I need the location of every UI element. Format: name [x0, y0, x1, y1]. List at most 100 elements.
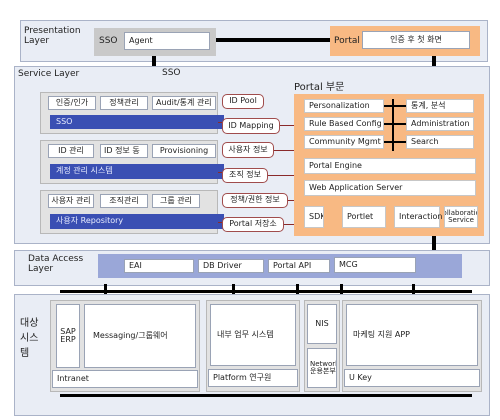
sso-item-auth: 인증/인가: [48, 96, 96, 110]
data-access-item-label: DB Driver: [203, 260, 242, 270]
web-app-server-box: Web Application Server: [304, 180, 476, 196]
connector-line: [280, 125, 294, 126]
sso-item-policy: 정책관리: [100, 96, 148, 110]
pill-user-info: 사용자 정보: [222, 142, 274, 158]
sso-bar-label: SSO: [56, 116, 73, 126]
pill-portal-storage: Portal 저장소: [222, 217, 284, 232]
portal-title: Portal: [334, 36, 360, 46]
portal-feature-label: Rule Based Config: [309, 118, 382, 128]
connector-sso-portal: [216, 38, 330, 42]
sso-item-label: 인증/인가: [55, 97, 89, 107]
portal-header: Portal 부문: [294, 82, 345, 93]
target-label: Messaging/그룹웨어: [93, 330, 168, 340]
web-app-server-label: Web Application Server: [309, 182, 403, 192]
sso-item-label: Audit/통계 관리: [156, 97, 212, 107]
target-label: 마케팅 지원 APP: [353, 329, 411, 339]
repo-item-label: 조직관리: [109, 195, 139, 205]
portal-bottom-label: Interaction: [399, 211, 443, 221]
target-nis: NIS: [307, 304, 337, 344]
pill-id-pool: ID Pool: [222, 94, 264, 109]
idm-item-provisioning: Provisioning: [152, 144, 216, 158]
target-label: 내부 업무 시스템: [217, 329, 274, 339]
repo-item-user: 사용자 관리: [48, 194, 94, 208]
pill-label: ID Pool: [229, 96, 257, 106]
pill-label: Portal 저장소: [229, 219, 277, 229]
idm-item-sync: ID 정보 동: [100, 144, 148, 158]
portal-bottom-label: Collaboration Service: [445, 208, 477, 224]
portal-bottom-portlet: Portlet: [342, 206, 386, 228]
connector-line: [218, 222, 222, 223]
target-network: Network 운용본부: [307, 348, 337, 388]
pill-id-mapping: ID Mapping: [222, 118, 280, 134]
idm-bar: 계정 관리 시스템: [50, 164, 224, 179]
repo-item-label: 사용자 관리: [51, 195, 91, 205]
target-ukey: U Key: [344, 369, 480, 387]
portal-feature-personalization: Personalization: [304, 99, 384, 113]
repo-bar-label: 사용자 Repository: [56, 216, 124, 226]
sso-header: SSO: [162, 68, 181, 78]
bus-drop: [104, 284, 107, 296]
repo-bar: 사용자 Repository: [50, 214, 224, 229]
system-bus: [60, 290, 472, 293]
bus-drop: [412, 284, 415, 296]
sso-item-audit: Audit/통계 관리: [152, 96, 216, 110]
portal-engine-label: Portal Engine: [309, 160, 362, 170]
bottom-bus: [60, 394, 472, 397]
target-label: Network 운용본부: [310, 359, 337, 375]
idm-item-label: Provisioning: [159, 145, 209, 155]
sso-bar: SSO: [50, 115, 224, 129]
portal-feature-label: Community Mgmt: [309, 136, 381, 146]
portal-bottom-sdk: SDK: [304, 206, 324, 228]
connector-line: [284, 224, 294, 225]
target-internal-business: 내부 업무 시스템: [210, 304, 296, 366]
connector-line: [274, 150, 294, 151]
data-access-label: Data Access Layer: [28, 254, 84, 275]
pill-label: 조직 정보: [229, 170, 261, 180]
portal-feature-stats: 통계, 분석: [406, 99, 474, 113]
data-access-item-label: EAI: [129, 260, 142, 270]
bus-drop: [232, 284, 235, 296]
pill-policy-info: 정책/권한 정보: [222, 193, 288, 208]
target-label: U Key: [349, 372, 372, 382]
target-systems-label: 대상 시스템: [20, 318, 39, 359]
data-access-db-driver: DB Driver: [198, 259, 264, 273]
portal-feature-community: Community Mgmt: [304, 135, 384, 149]
repo-item-label: 그룹 관리: [160, 195, 192, 205]
portal-first-page-box: 인증 후 첫 화면: [362, 31, 470, 49]
connector-line: [218, 172, 222, 173]
sso-title: SSO: [99, 36, 118, 46]
service-layer-label: Service Layer: [18, 69, 80, 79]
portal-feature-label: 통계, 분석: [411, 100, 446, 110]
connector-line: [288, 200, 294, 201]
data-access-item-label: MCG: [339, 259, 358, 269]
data-access-mcg: MCG: [334, 257, 416, 273]
target-label: SAP ERP: [60, 326, 76, 344]
portal-first-page-label: 인증 후 첫 화면: [390, 34, 442, 44]
pill-label: ID Mapping: [228, 120, 274, 130]
repo-item-org: 조직관리: [100, 194, 148, 208]
idm-bar-label: 계정 관리 시스템: [56, 166, 113, 176]
target-sap-erp: SAP ERP: [56, 304, 80, 368]
presentation-layer-label: Presentation Layer: [24, 26, 81, 47]
target-label: NIS: [315, 318, 329, 328]
portal-connector: [384, 123, 406, 125]
repo-item-group: 그룹 관리: [152, 194, 200, 208]
portal-bottom-interaction: Interaction: [394, 206, 443, 228]
connector-line: [218, 122, 222, 123]
data-access-item-label: Portal API: [273, 260, 312, 270]
portal-bottom-label: Portlet: [347, 211, 374, 221]
portal-feature-label: Administration: [411, 118, 470, 128]
portal-feature-label: Personalization: [309, 100, 370, 110]
connector-service-data: [432, 236, 436, 256]
connector-line: [268, 175, 294, 176]
sso-agent-box: Agent: [124, 32, 210, 50]
portal-bottom-label: SDK: [309, 211, 324, 221]
portal-feature-search: Search: [406, 135, 474, 149]
pill-label: 정책/권한 정보: [230, 195, 280, 205]
data-access-portal-api: Portal API: [268, 259, 330, 273]
pill-org-info: 조직 정보: [222, 168, 268, 183]
idm-item-label: ID 정보 동: [104, 145, 140, 155]
target-marketing: 마케팅 지원 APP: [346, 304, 478, 366]
pill-label: 사용자 정보: [228, 144, 268, 154]
sso-item-label: 정책관리: [109, 97, 139, 107]
